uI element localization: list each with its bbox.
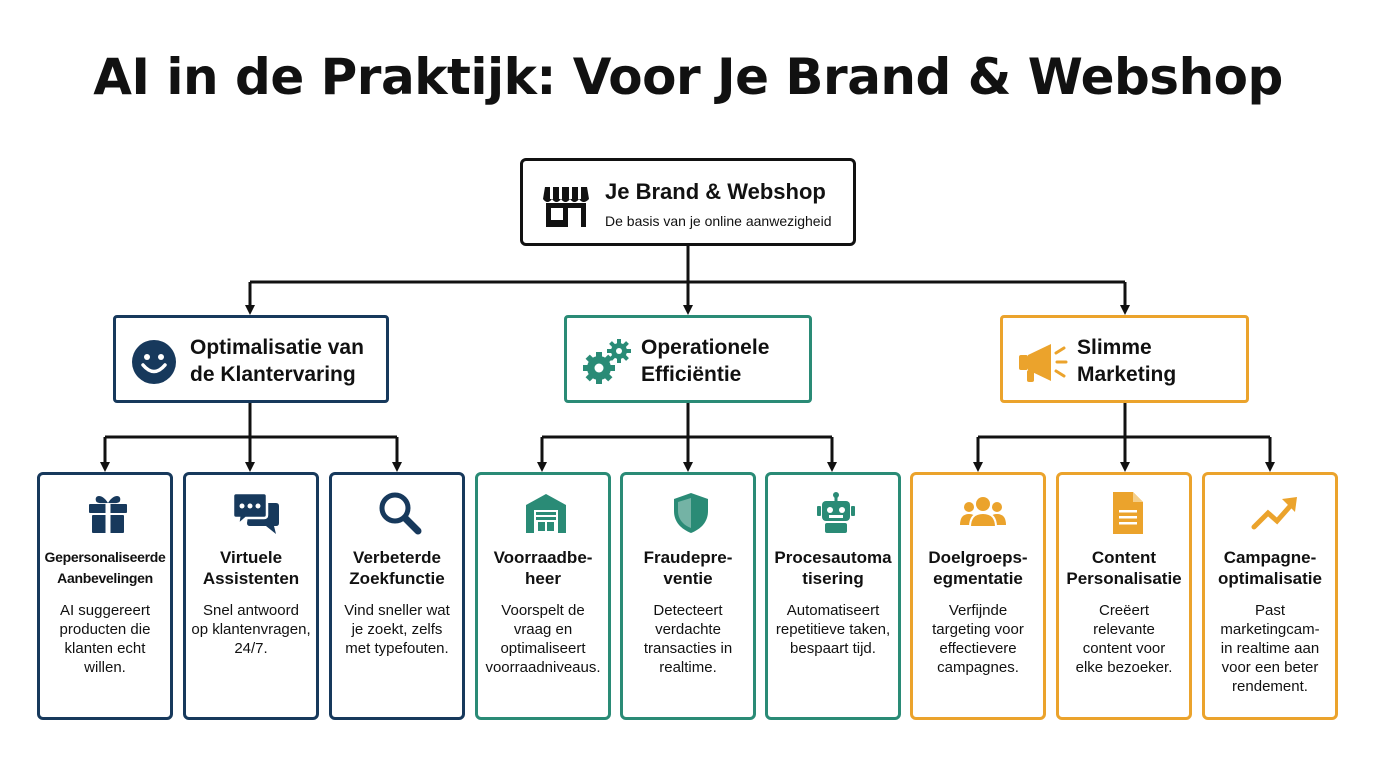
category-label: Slimme Marketing (1077, 336, 1177, 386)
page-title: AI in de Praktijk: Voor Je Brand & Websh… (93, 48, 1283, 106)
smiley-icon (130, 338, 178, 391)
gears-icon (581, 338, 633, 391)
document-icon (1105, 491, 1149, 540)
card-title: Campagne- optimalisatie (1218, 548, 1322, 588)
card-description: Automatiseert repetitieve taken, bespaar… (775, 602, 891, 657)
card-title: Content Personalisatie (1066, 548, 1182, 588)
robot-icon (814, 491, 858, 540)
card-description: Detecteert verdachte transacties in real… (643, 602, 733, 676)
card-verbeterde-zoekfunctie: Verbeterde Zoekfunctie Vind sneller wat … (329, 472, 465, 720)
card-fraudepreventie: Fraudepre- ventie Detecteert verdachte t… (620, 472, 756, 720)
card-title: Doelgroeps- egmentatie (928, 548, 1028, 588)
card-title: Fraudepre- ventie (643, 548, 733, 588)
card-title: Gepersonaliseerde Aanbevelingen (44, 549, 166, 586)
card-description: Snel antwoord op klantenvragen, 24/7. (191, 602, 311, 657)
card-title: Verbeterde Zoekfunctie (349, 548, 445, 588)
card-content-personalisatie: Content Personalisatie Creëert relevante… (1056, 472, 1192, 720)
chat-bubbles-icon (231, 491, 280, 540)
card-description: Creëert relevante content voor elke bezo… (1075, 602, 1173, 676)
card-title: Procesautoma tisering (774, 548, 892, 588)
magnifier-icon (378, 491, 422, 540)
card-description: Verfijnde targeting voor effectievere ca… (932, 602, 1024, 676)
card-virtuele-assistenten: Virtuele Assistenten Snel antwoord op kl… (183, 472, 319, 720)
megaphone-icon (1017, 338, 1069, 391)
card-description: AI suggereert producten die klanten echt… (59, 602, 151, 676)
category-efficientie: Operationele Efficiëntie (564, 315, 812, 403)
root-subtitle: De basis van je online aanwezigheid (605, 213, 832, 229)
shield-icon (669, 491, 713, 540)
card-gepersonaliseerde-aanbevelingen: Gepersonaliseerde Aanbevelingen AI sugge… (37, 472, 173, 720)
root-node: Je Brand & Webshop De basis van je onlin… (520, 158, 856, 246)
card-voorraadbeheer: Voorraadbe- heer Voorspelt de vraag en o… (475, 472, 611, 720)
card-description: Past marketingcam- in realtime aan voor … (1220, 602, 1320, 695)
card-title: Voorraadbe- heer (493, 548, 593, 588)
warehouse-icon (524, 491, 568, 540)
category-marketing: Slimme Marketing (1000, 315, 1249, 403)
category-label: Operationele Efficiëntie (641, 336, 770, 386)
category-label: Optimalisatie van de Klantervaring (190, 336, 364, 386)
card-description: Vind sneller wat je zoekt, zelfs met typ… (344, 602, 450, 657)
trend-up-icon (1251, 491, 1299, 540)
card-procesautomatisering: Procesautoma tisering Automatiseert repe… (765, 472, 901, 720)
card-campagne-optimalisatie: Campagne- optimalisatie Past marketingca… (1202, 472, 1338, 720)
storefront-icon (541, 181, 591, 234)
people-group-icon (959, 491, 1007, 540)
card-doelgroepsegmentatie: Doelgroeps- egmentatie Verfijnde targeti… (910, 472, 1046, 720)
card-title: Virtuele Assistenten (202, 548, 300, 588)
card-description: Voorspelt de vraag en optimaliseert voor… (485, 602, 601, 676)
root-title: Je Brand & Webshop (605, 179, 826, 204)
category-klantervaring: Optimalisatie van de Klantervaring (113, 315, 389, 403)
gift-icon (86, 491, 130, 540)
